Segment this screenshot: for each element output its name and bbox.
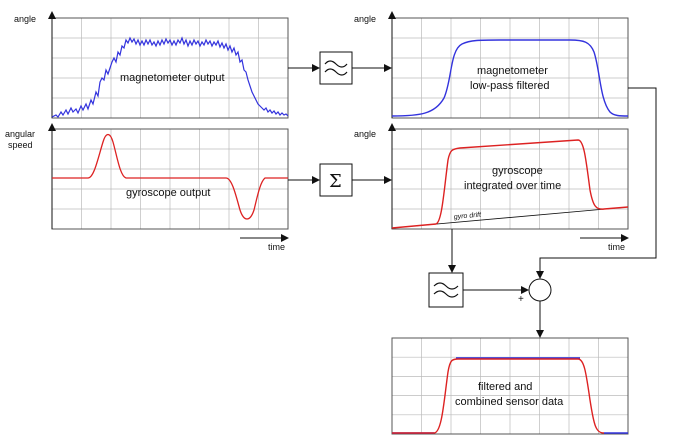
y-axis-label: angle xyxy=(14,14,36,24)
plot-caption: filtered and xyxy=(478,381,532,393)
plot-caption: magnetometer output xyxy=(120,72,225,84)
plot-caption: integrated over time xyxy=(464,180,561,192)
y-axis-label: angle xyxy=(354,14,376,24)
magnetometer-filtered-trace xyxy=(391,39,629,117)
x-axis-label: time xyxy=(268,242,285,252)
plot-gyroscope-output: angular speed gyroscope output time xyxy=(5,123,289,252)
grid xyxy=(392,129,628,229)
grid xyxy=(52,18,288,118)
plot-caption: gyroscope output xyxy=(126,187,210,199)
plot-caption: low-pass filtered xyxy=(470,80,549,92)
gyroscope-integrated-trace xyxy=(391,139,629,229)
gyroscope-raw-trace xyxy=(52,133,288,220)
magnetometer-raw-trace xyxy=(51,36,289,118)
grid xyxy=(392,18,628,118)
gyro-drift-label: gyro drift xyxy=(454,212,483,221)
plot-magnetometer-filtered: angle magnetometer low-pass filtered xyxy=(354,11,629,119)
plot-caption: magnetometer xyxy=(477,65,548,77)
x-axis-label: time xyxy=(608,242,625,252)
plot-frame xyxy=(391,337,629,435)
y-axis-label: angle xyxy=(354,129,376,139)
combined-trace xyxy=(392,358,605,434)
y-axis-label: angular xyxy=(5,129,35,139)
summing-junction: + xyxy=(518,278,552,305)
integrator-block: Σ xyxy=(319,163,353,197)
summing-junction-icon xyxy=(528,278,552,302)
plot-gyroscope-integrated: angle gyro drift gyroscope integrated ov… xyxy=(354,123,629,252)
y-axis-label: speed xyxy=(8,140,33,150)
arrow-mag-filtered-to-sum xyxy=(536,87,657,279)
plot-caption: gyroscope xyxy=(492,165,543,177)
plot-caption: combined sensor data xyxy=(455,396,564,408)
low-pass-filter-block-bottom xyxy=(428,272,464,308)
grid xyxy=(52,129,288,229)
connectors xyxy=(288,64,657,338)
low-pass-filter-block-top xyxy=(319,51,353,85)
sigma-icon: Σ xyxy=(329,171,342,192)
plot-combined-output: filtered and combined sensor data xyxy=(391,337,629,435)
plot-magnetometer-output: angle magnetometer output xyxy=(14,11,289,119)
plus-sign: + xyxy=(518,294,524,305)
low-pass-filter-icon xyxy=(433,282,459,298)
low-pass-filter-icon xyxy=(324,60,348,76)
